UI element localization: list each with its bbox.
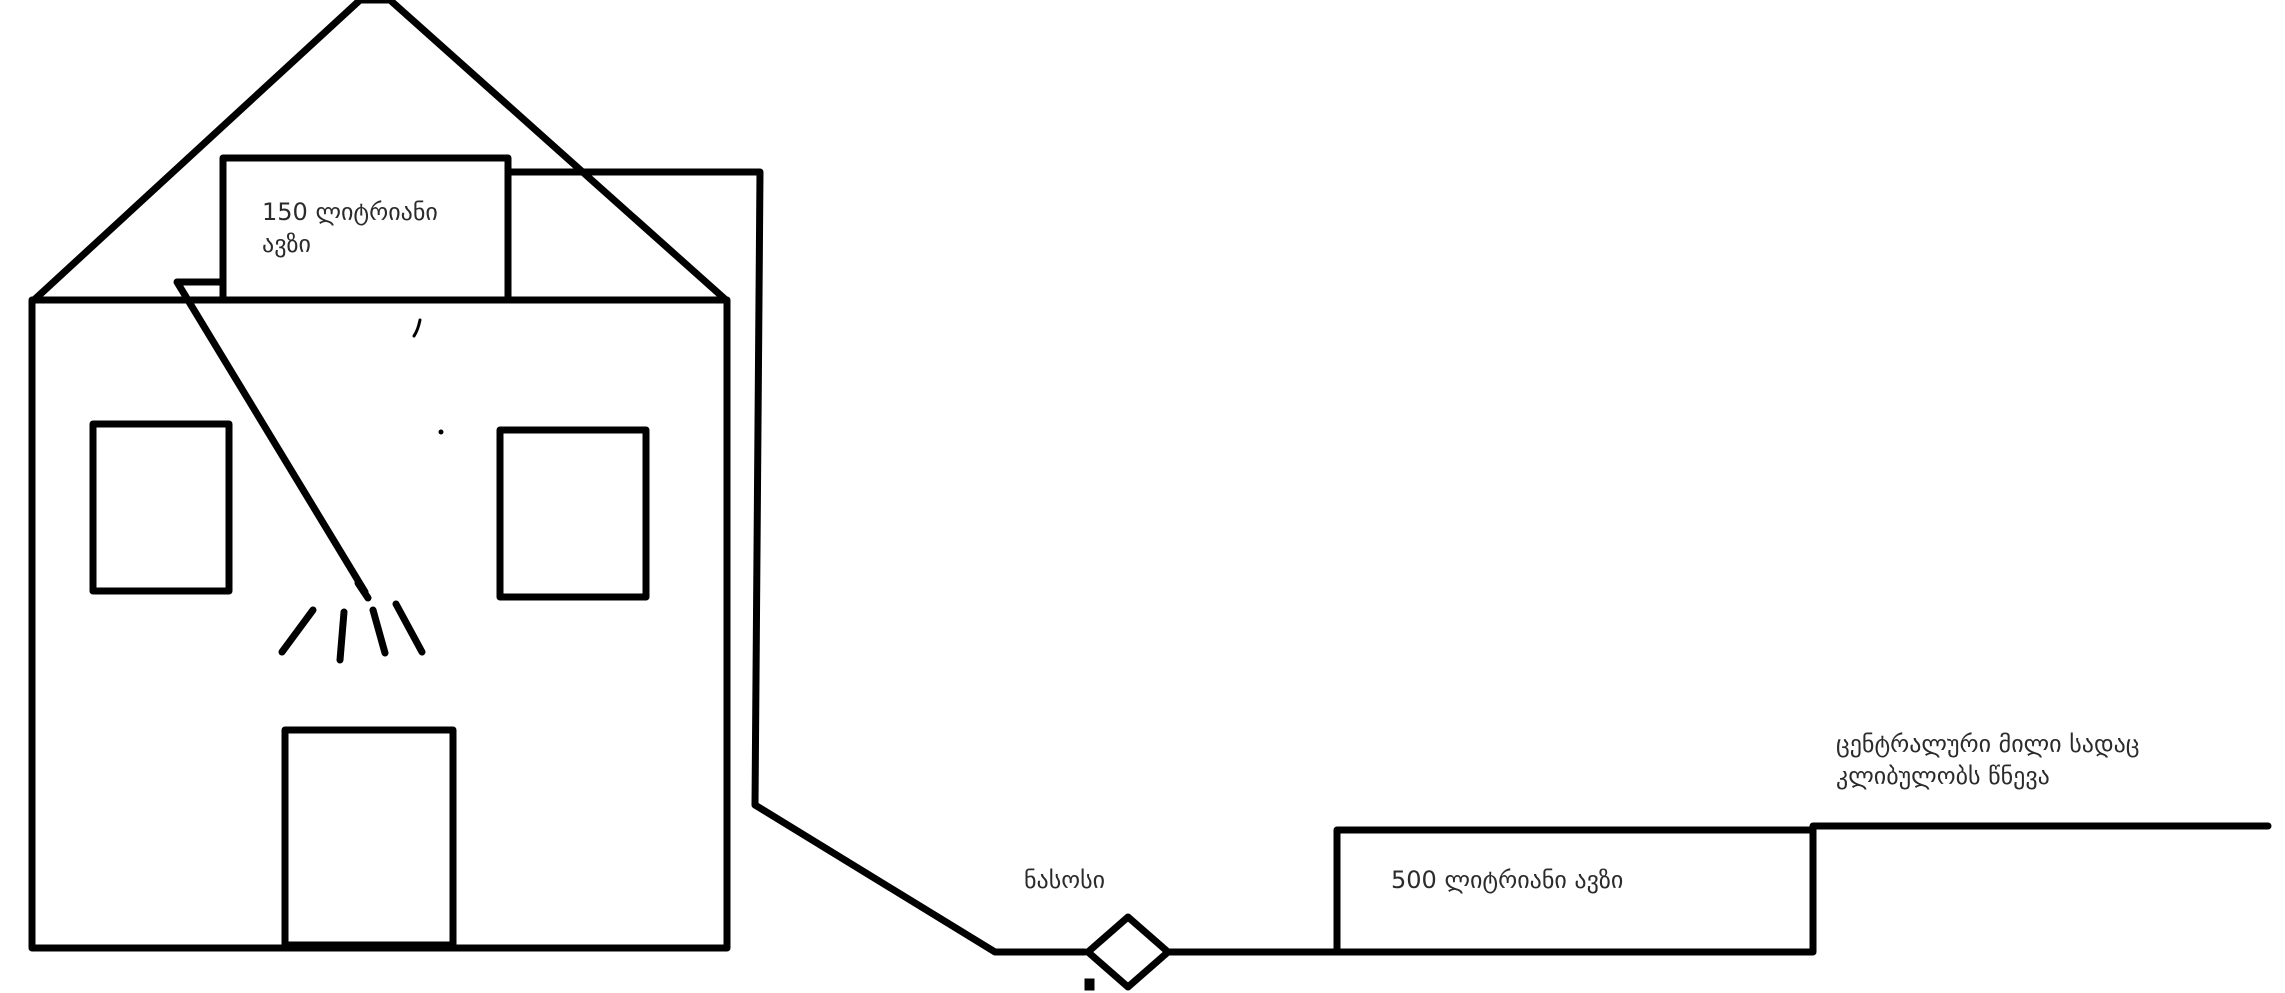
supply-pipe bbox=[504, 168, 1089, 956]
stray-dot bbox=[1084, 978, 1095, 991]
stray-dot bbox=[438, 429, 444, 435]
water-drop bbox=[369, 606, 389, 657]
house-window-right bbox=[496, 426, 650, 601]
shower-head-icon bbox=[278, 579, 426, 664]
water-drop bbox=[336, 608, 348, 664]
central-pipe-label: ცენტრალური მილი სადაც კლიბულობს წნევა bbox=[1836, 730, 2140, 790]
pump-label: ნასოსი bbox=[1024, 866, 1106, 894]
water-drop bbox=[392, 600, 426, 656]
house-window-left bbox=[89, 420, 233, 595]
water-drop bbox=[278, 606, 317, 656]
house bbox=[28, 0, 731, 952]
house-roof bbox=[30, 0, 730, 304]
house-door bbox=[281, 726, 457, 949]
tank-500 bbox=[1333, 826, 1817, 956]
tank-500-label: 500 ლიტრიანი ავზი bbox=[1391, 866, 1624, 894]
valve-icon bbox=[1084, 913, 1172, 991]
tank-150 bbox=[219, 154, 512, 304]
shower-pipe bbox=[173, 278, 369, 596]
central-pipe bbox=[1809, 822, 2272, 834]
tank-150-label: 150 ლიტრიანი ავზი bbox=[262, 198, 438, 258]
stray-mark bbox=[412, 318, 422, 338]
